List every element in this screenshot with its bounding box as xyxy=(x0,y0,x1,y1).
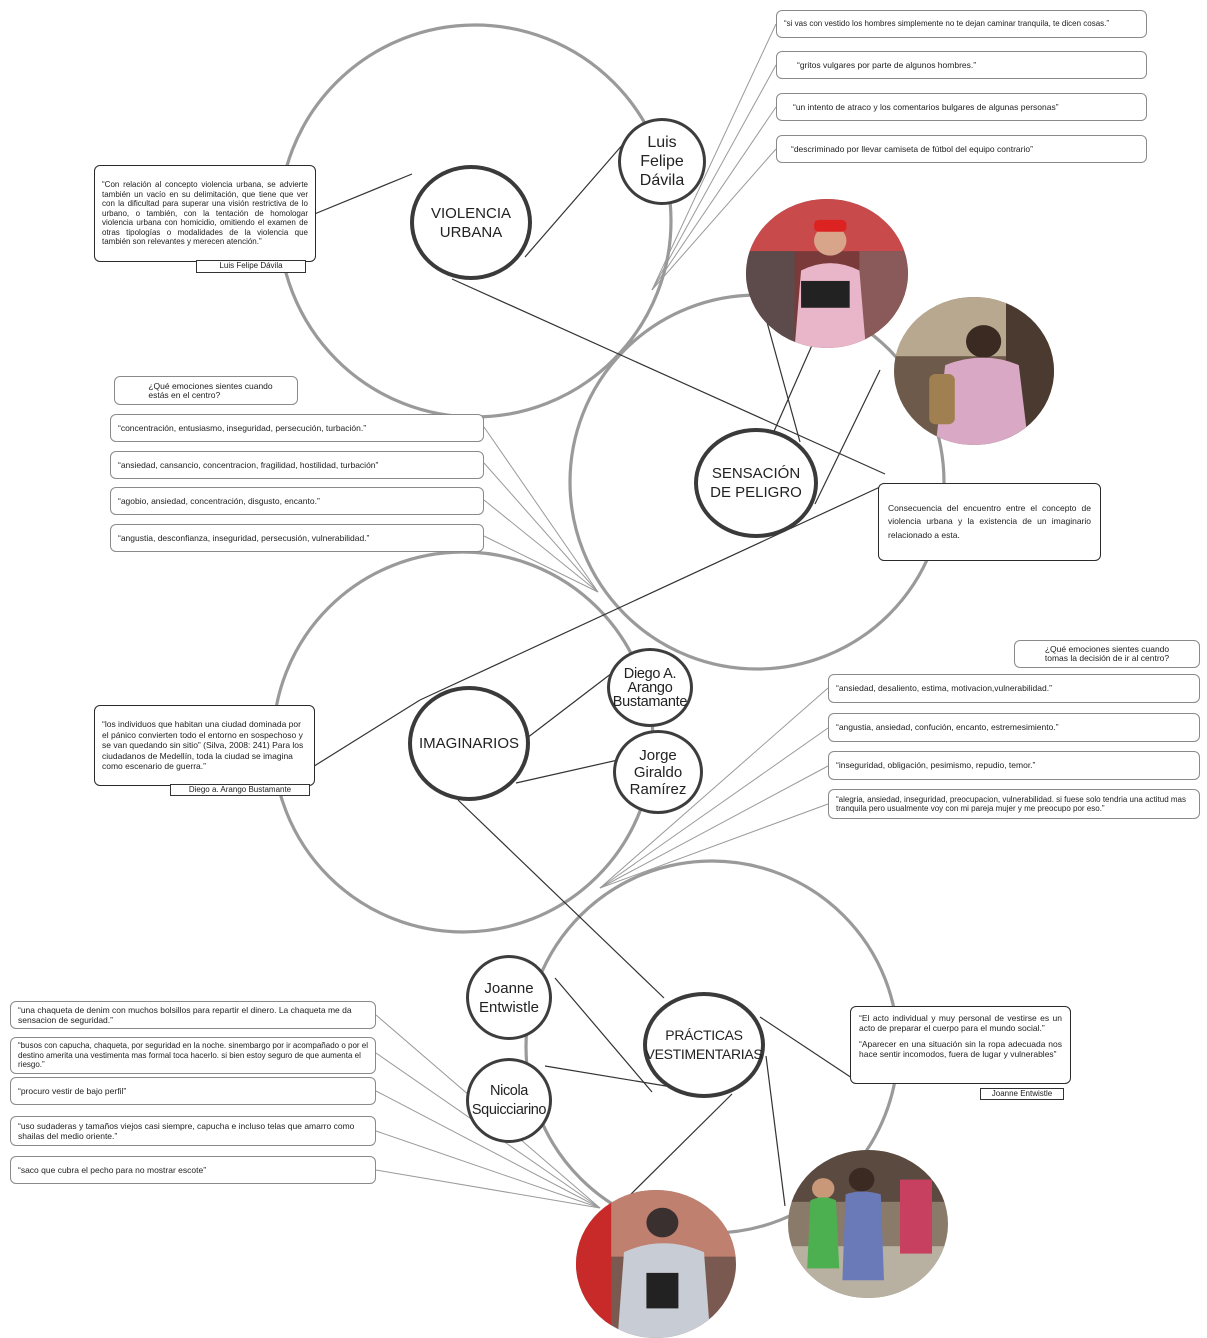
quote-box: “un intento de atraco y los comentarios … xyxy=(776,93,1147,121)
luis-quote-tag: Luis Felipe Dávila xyxy=(196,260,306,273)
clothing-quote-box: “busos con capucha, chaqueta, por seguri… xyxy=(10,1037,376,1074)
man-red-cap-photo xyxy=(746,199,908,348)
author-joanne-entwistle: Joanne Entwistle xyxy=(466,955,552,1040)
clothing-quote-box: “saco que cubra el pecho para no mostrar… xyxy=(10,1156,376,1184)
emotion-box: “inseguridad, obligación, pesimismo, rep… xyxy=(828,751,1200,780)
emotion-box: “ansiedad, cansancio, concentracion, fra… xyxy=(110,451,484,479)
woman-pink-hoodie-photo xyxy=(894,297,1054,445)
node-violencia-urbana: VIOLENCIA URBANA xyxy=(410,165,532,280)
author-jorge-giraldo: Jorge Giraldo Ramírez xyxy=(613,730,703,814)
emotion-box: “angustia, ansiedad, confución, encanto,… xyxy=(828,713,1200,742)
emotion-box: “agobio, ansiedad, concentración, disgus… xyxy=(110,487,484,515)
consequence-box: Consecuencia del encuentro entre el conc… xyxy=(878,483,1101,561)
author-luis-felipe-davila: Luis Felipe Dávila xyxy=(618,118,706,205)
quote-box: “gritos vulgares por parte de algunos ho… xyxy=(776,51,1147,79)
man-backpack-photo xyxy=(576,1190,736,1338)
quote-box: “descriminado por llevar camiseta de fút… xyxy=(776,135,1147,163)
luis-quote-box: “Con relación al concepto violencia urba… xyxy=(94,165,316,262)
question-decision: ¿Qué emociones sientes cuando tomas la d… xyxy=(1014,640,1200,668)
emotion-box: “alegria, ansiedad, inseguridad, preocup… xyxy=(828,789,1200,819)
diego-quote-tag: Diego a. Arango Bustamante xyxy=(170,784,310,796)
emotion-box: “angustia, desconfianza, inseguridad, pe… xyxy=(110,524,484,552)
clothing-quote-box: “procuro vestir de bajo perfil” xyxy=(10,1077,376,1105)
diego-quote-box: “los individuos que habitan una ciudad d… xyxy=(94,705,315,786)
author-diego-arango: Diego A. Arango Bustamante xyxy=(607,648,693,727)
joanne-quote-2: “Aparecer en una situación sin la ropa a… xyxy=(859,1039,1062,1059)
clothing-quote-box: “una chaqueta de denim con muchos bolsil… xyxy=(10,1001,376,1029)
node-sensacion-peligro: SENSACIÓN DE PELIGRO xyxy=(694,428,818,538)
author-nicola-squicciarino: Nicola Squicciarino xyxy=(466,1058,552,1143)
question-center: ¿Qué emociones sientes cuando estás en e… xyxy=(114,376,298,405)
node-practicas-vestimentarias: PRÁCTICAS VESTIMENTARIAS xyxy=(643,992,765,1098)
emotion-box: “concentración, entusiasmo, inseguridad,… xyxy=(110,414,484,442)
node-imaginarios: IMAGINARIOS xyxy=(408,686,530,801)
clothing-quote-box: “uso sudaderas y tamaños viejos casi sie… xyxy=(10,1116,376,1146)
quote-box: “si vas con vestido los hombres simpleme… xyxy=(776,10,1147,38)
joanne-quote-1: “El acto individual y muy personal de ve… xyxy=(859,1013,1062,1033)
joanne-quote-tag: Joanne Entwistle xyxy=(980,1088,1064,1100)
joanne-quote-box: “El acto individual y muy personal de ve… xyxy=(850,1006,1071,1084)
emotion-box: “ansiedad, desaliento, estima, motivacio… xyxy=(828,674,1200,703)
street-crowd-photo xyxy=(788,1150,948,1298)
